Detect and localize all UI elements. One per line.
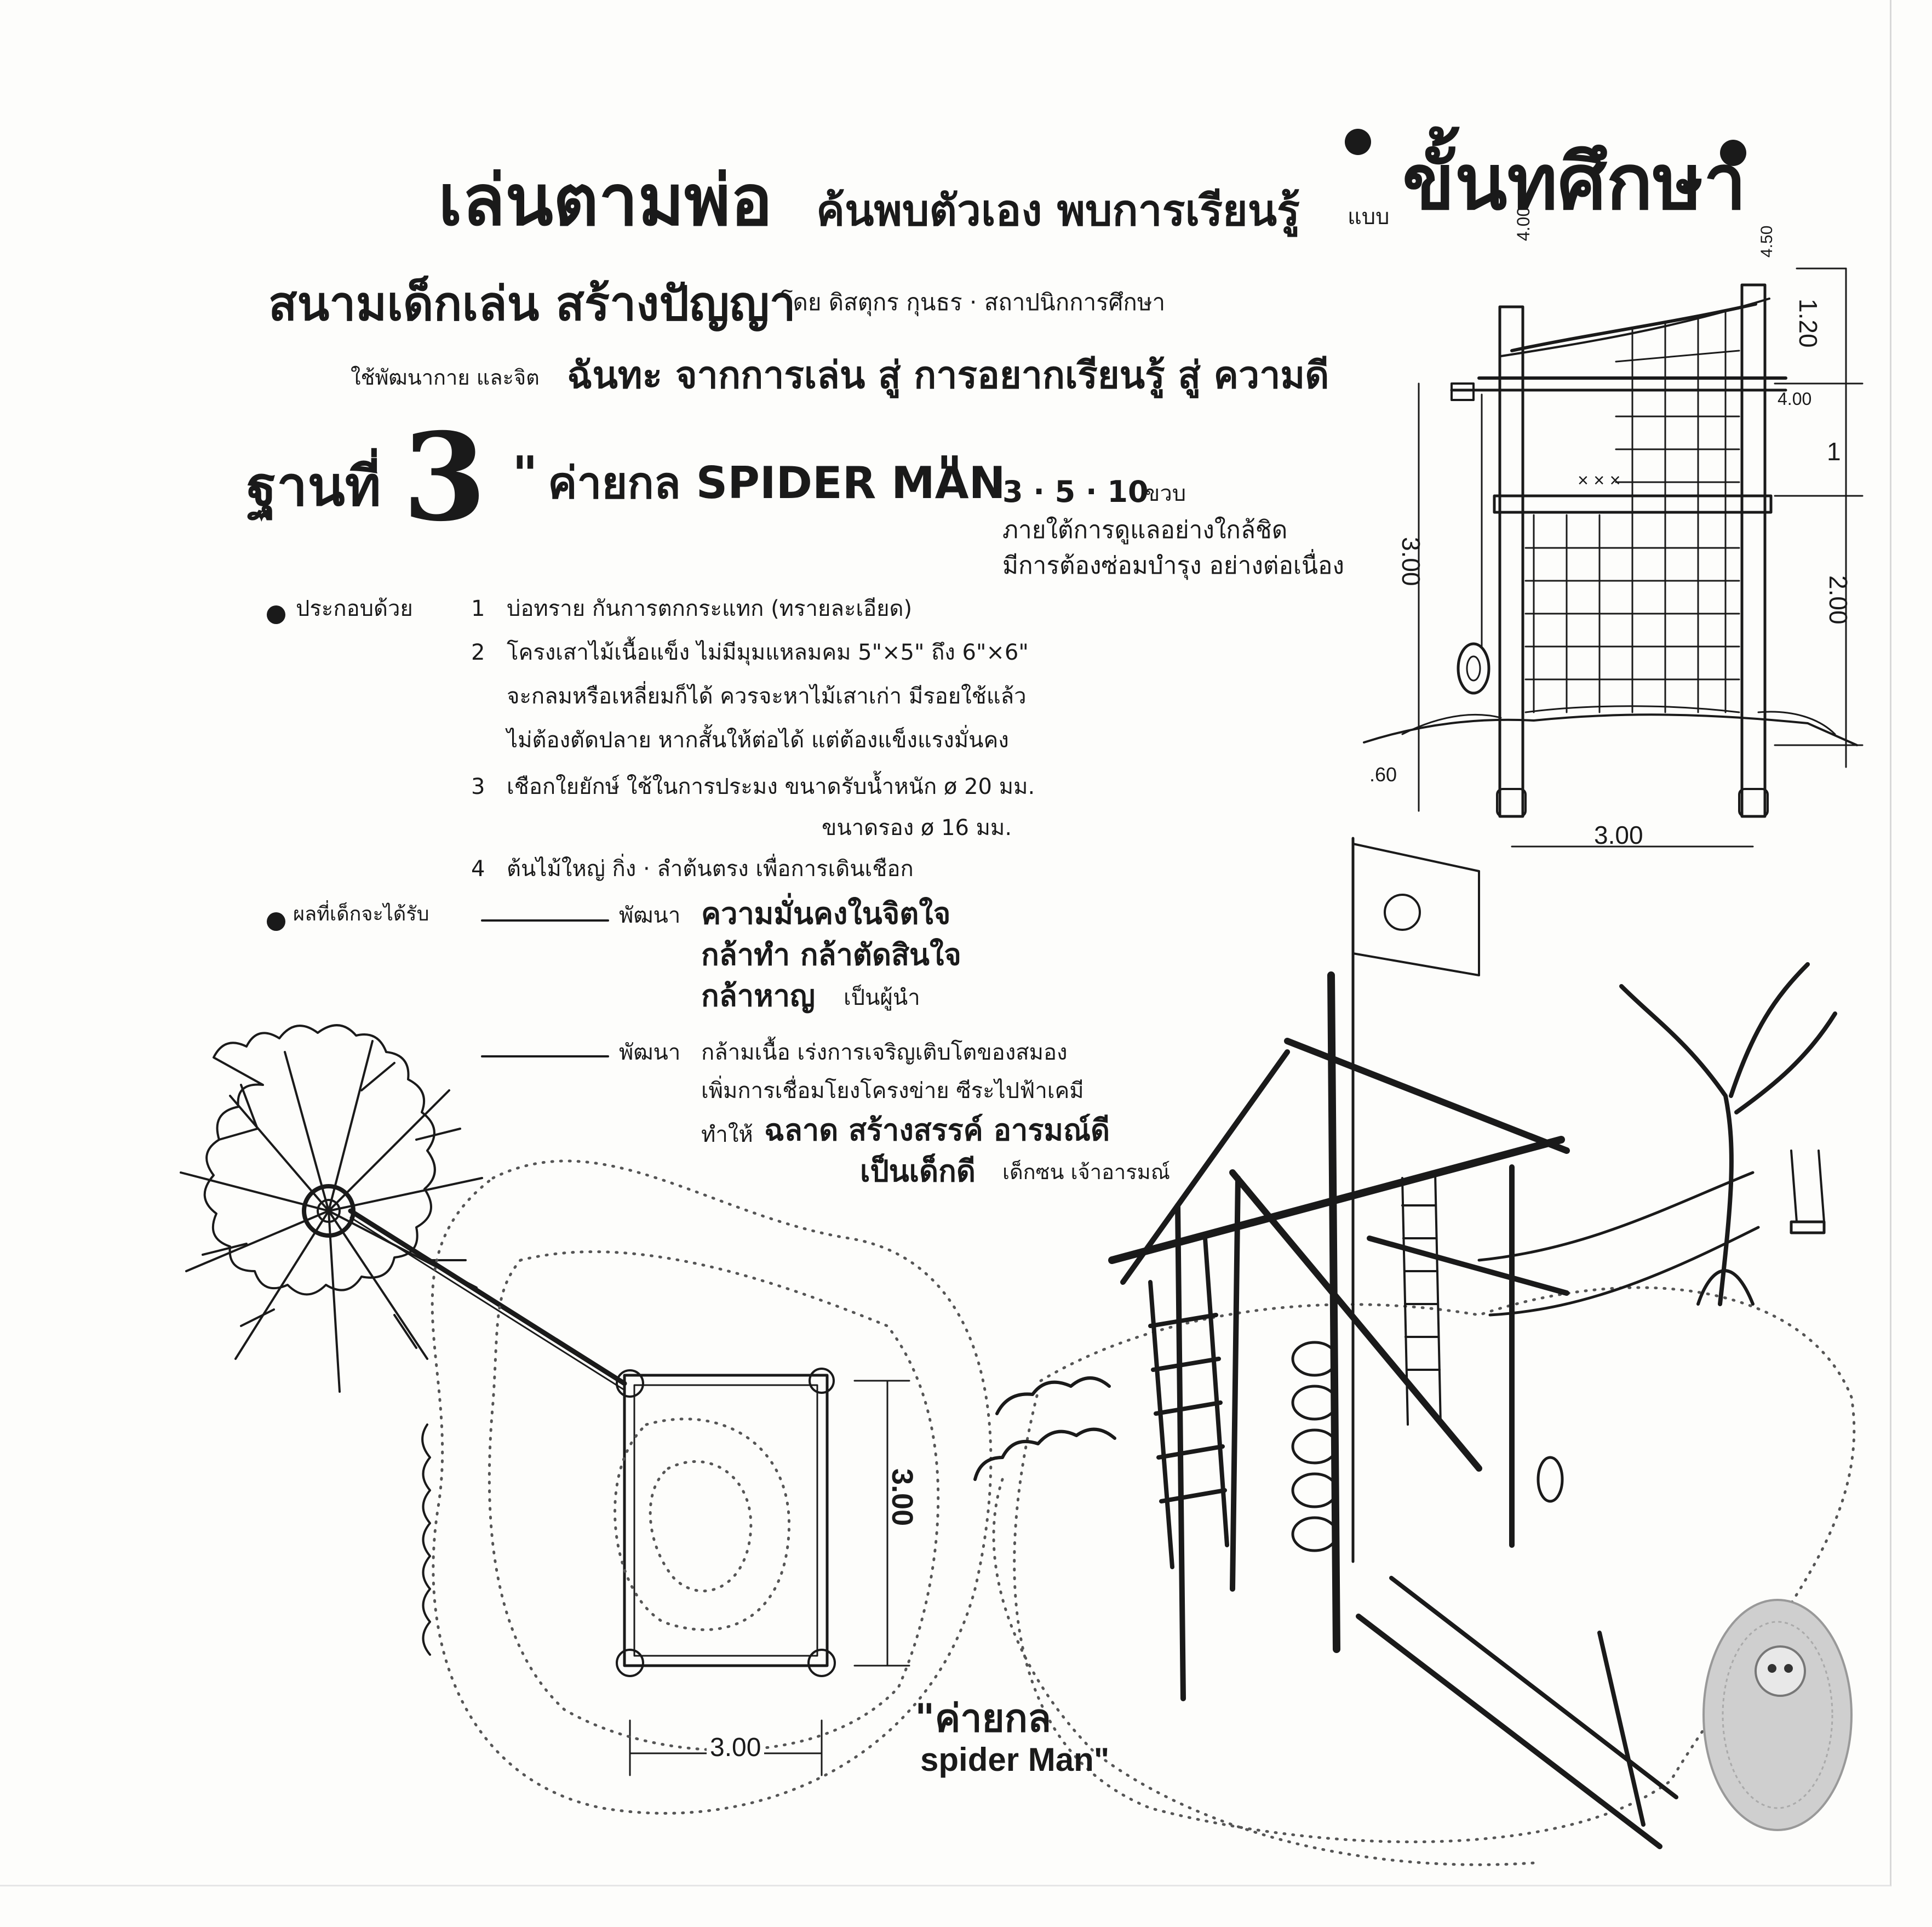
benefit-1-text-1: ความมั่นคงในจิตใจ (701, 896, 951, 931)
benefits-heading: ผลที่เด็กจะได้รับ (293, 903, 429, 925)
title-part2: ค้นพบตัวเอง พบการเรียนรู้ (816, 186, 1300, 236)
dim-mid: 1 (1827, 437, 1841, 466)
author-line: โดย ดิสตุกร กุนธร · สถาปนิกการศึกษา (781, 289, 1166, 316)
ground-line (1363, 713, 1858, 746)
footing-left (1496, 788, 1527, 817)
component-2-line-3: ไม่ต้องตัดปลาย หากสั้นให้ต่อได้ แต่ต้องแ… (507, 728, 1009, 753)
station-note-2: มีการต้องซ่อมบำรุง อย่างต่อเนื่อง (1002, 552, 1344, 580)
subtitle: สนามเด็กเล่น สร้างปัญญา (268, 277, 796, 331)
component-2-line-2: จะกลมหรือเหลี่ยมก็ได้ ควรจะหาไม้เสาเก่า … (507, 684, 1027, 709)
title-dot-left (1345, 129, 1371, 155)
dim-width: 3.00 (1594, 821, 1643, 849)
post-right (1740, 283, 1767, 818)
elevation-drawing (1363, 267, 1864, 848)
perspective-drawing (973, 837, 1856, 1866)
component-num-2: 2 (471, 640, 485, 665)
component-3-sub: ขนาดรอง ø 16 มม. (822, 815, 1012, 840)
sand-edge (421, 1423, 431, 1656)
plan-frame (623, 1374, 829, 1667)
benefit-1-text-2: กล้าทำ กล้าตัดสินใจ (701, 937, 961, 972)
sloped-beam-2 (1500, 298, 1770, 357)
title-part3: ขั้นทศึกษา (1402, 138, 1747, 227)
sand-mound (1401, 711, 1836, 735)
plan-drawing (616, 1368, 910, 1776)
component-num-3: 3 (471, 774, 485, 799)
dim-rail: 4.00 (1778, 389, 1812, 409)
bullet-dot-2 (267, 912, 285, 931)
perspective-caption-1: "ค่ายกล (915, 1696, 1051, 1741)
component-4-line-1: ต้นไม้ใหญ่ กิ่ง · ลำต้นตรง เพื่อการเดินเ… (507, 856, 914, 882)
tagline: ฉันทะ จากการเล่น สู่ การอยากเรียนรู้ สู่… (567, 354, 1329, 397)
benefit-2-prefix: ทำให้ (701, 1122, 753, 1147)
station-quote-open: " (512, 446, 538, 504)
benefit-2-line-2: เพิ่มการเชื่อมโยงโครงข่าย ซีระไปฟ้าเคมี (701, 1078, 1084, 1103)
tagline-small: ใช้พัฒนากาย และจิต (351, 365, 540, 390)
tyre-swing (1457, 642, 1490, 695)
climbing-net (1524, 311, 1740, 713)
station-quote-close: " (937, 446, 962, 504)
benefit-1-text-3: กล้าหาญ (701, 979, 816, 1013)
component-num-4: 4 (471, 856, 485, 882)
component-num-1: 1 (471, 596, 485, 621)
perspective-caption-2: spider Man" (920, 1741, 1110, 1778)
sticker-logo (1702, 1599, 1853, 1831)
station-label: ฐานที่ (246, 454, 381, 518)
benefit-2-label: พัฒนา (619, 1040, 681, 1065)
station-note-1: ภายใต้การดูแลอย่างใกล้ชิด (1002, 516, 1288, 544)
station-ages: 3 · 5 · 10 (1002, 474, 1149, 509)
benefit-1-small-3: เป็นผู้นำ (844, 985, 920, 1010)
bullet-dot (267, 605, 285, 624)
post-left (1498, 305, 1524, 818)
benefit-2-small-2: เด็กซน เจ้าอารมณ์ (1002, 1160, 1170, 1184)
benefit-2-text-2: เป็นเด็กดี (860, 1154, 976, 1188)
component-2-line-1: โครงเสาไม้เนื้อแข็ง ไม่มีมุมแหลมคม 5"×5"… (507, 640, 1029, 665)
component-1-line-1: บ่อทราย กันการตกกระแทก (ทรายละเอียด) (507, 596, 913, 621)
plan-dim-side: 3.00 (886, 1468, 919, 1526)
title-dot-right (1720, 140, 1746, 166)
title-part1: เล่นตามพ่อ (438, 160, 773, 242)
sloped-beam (1510, 302, 1757, 352)
dim-post-a: 4.00 (1514, 207, 1533, 241)
plan-dim-bottom: 3.00 (707, 1734, 765, 1762)
components-heading: ประกอบด้วย (296, 596, 413, 621)
dim-depth: .60 (1369, 763, 1397, 786)
footing-right (1738, 788, 1769, 817)
dim-post-b: 4.50 (1758, 225, 1776, 258)
rail-end (1451, 382, 1475, 401)
station-ages-unit: ขวบ (1145, 481, 1186, 506)
tree-plan (180, 1024, 627, 1393)
benefit-1-label: พัฒนา (619, 903, 681, 928)
component-3-line-1: เชือกใยยักษ์ ใช้ในการประมง ขนาดรับน้ำหนั… (507, 774, 1035, 799)
station-name: ค่ายกล SPIDER MAN (548, 458, 1006, 508)
station-number: 3 (403, 406, 487, 548)
dim-total: 3.00 (1397, 537, 1425, 586)
title-small-word: แบบ (1348, 204, 1390, 230)
benefit-2-line-1: กล้ามเนื้อ เร่งการเจริญเติบโตของสมอง (701, 1040, 1068, 1065)
dim-lower: 2.00 (1824, 575, 1853, 625)
dim-top: 1.20 (1794, 299, 1822, 348)
page-frame (0, 0, 1891, 1886)
net-marks: × × × (1578, 470, 1621, 491)
benefit-2-text-1: ฉลาด สร้างสรรค์ อารมณ์ดี (764, 1113, 1110, 1147)
sand-contours (431, 1159, 993, 1815)
